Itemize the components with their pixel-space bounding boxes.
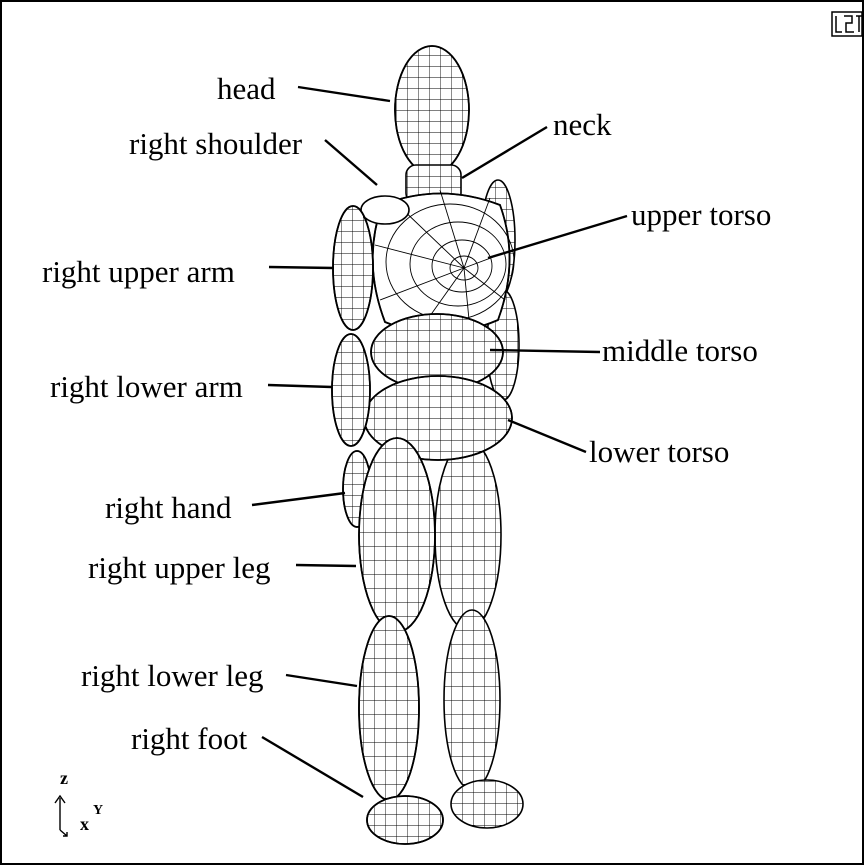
- leader-neck: [462, 127, 547, 178]
- leader-right-hand: [252, 493, 345, 505]
- label-lower-torso: lower torso: [589, 434, 729, 469]
- mannequin: [332, 46, 523, 844]
- leader-right-shoulder: [325, 140, 377, 185]
- right-lower-leg-part: [359, 616, 419, 800]
- leader-right-upper-leg: [296, 565, 356, 566]
- right-foot-part: [367, 796, 443, 844]
- right-lower-arm-part: [332, 334, 370, 446]
- label-head: head: [217, 71, 276, 106]
- axis-y-label: Y: [93, 803, 103, 818]
- right-upper-arm-part: [333, 206, 373, 330]
- label-right-hand: right hand: [105, 490, 232, 525]
- right-upper-leg-part: [359, 438, 435, 632]
- label-right-upper-leg: right upper leg: [88, 550, 271, 585]
- leader-right-lower-leg: [286, 675, 357, 686]
- lst-logo: [832, 12, 862, 36]
- right-shoulder-part: [361, 196, 409, 224]
- axis-x-label: x: [80, 814, 89, 834]
- label-right-foot: right foot: [131, 721, 248, 756]
- axis-z-label: z: [60, 768, 68, 788]
- leader-lower-torso: [508, 420, 586, 452]
- leader-right-upper-arm: [269, 267, 334, 268]
- left-leg-part: [435, 440, 523, 828]
- leader-right-foot: [262, 737, 363, 797]
- label-right-shoulder: right shoulder: [129, 126, 303, 161]
- leader-right-lower-arm: [268, 385, 332, 387]
- label-upper-torso: upper torso: [631, 197, 771, 232]
- label-right-upper-arm: right upper arm: [42, 254, 235, 289]
- leader-head: [298, 87, 390, 101]
- axis-triad: z x Y: [55, 768, 103, 836]
- label-right-lower-leg: right lower leg: [81, 658, 264, 693]
- label-right-lower-arm: right lower arm: [50, 369, 243, 404]
- x-axis-arrow: [60, 830, 67, 836]
- label-neck: neck: [553, 107, 612, 142]
- head-part: [395, 46, 469, 174]
- label-middle-torso: middle torso: [602, 333, 758, 368]
